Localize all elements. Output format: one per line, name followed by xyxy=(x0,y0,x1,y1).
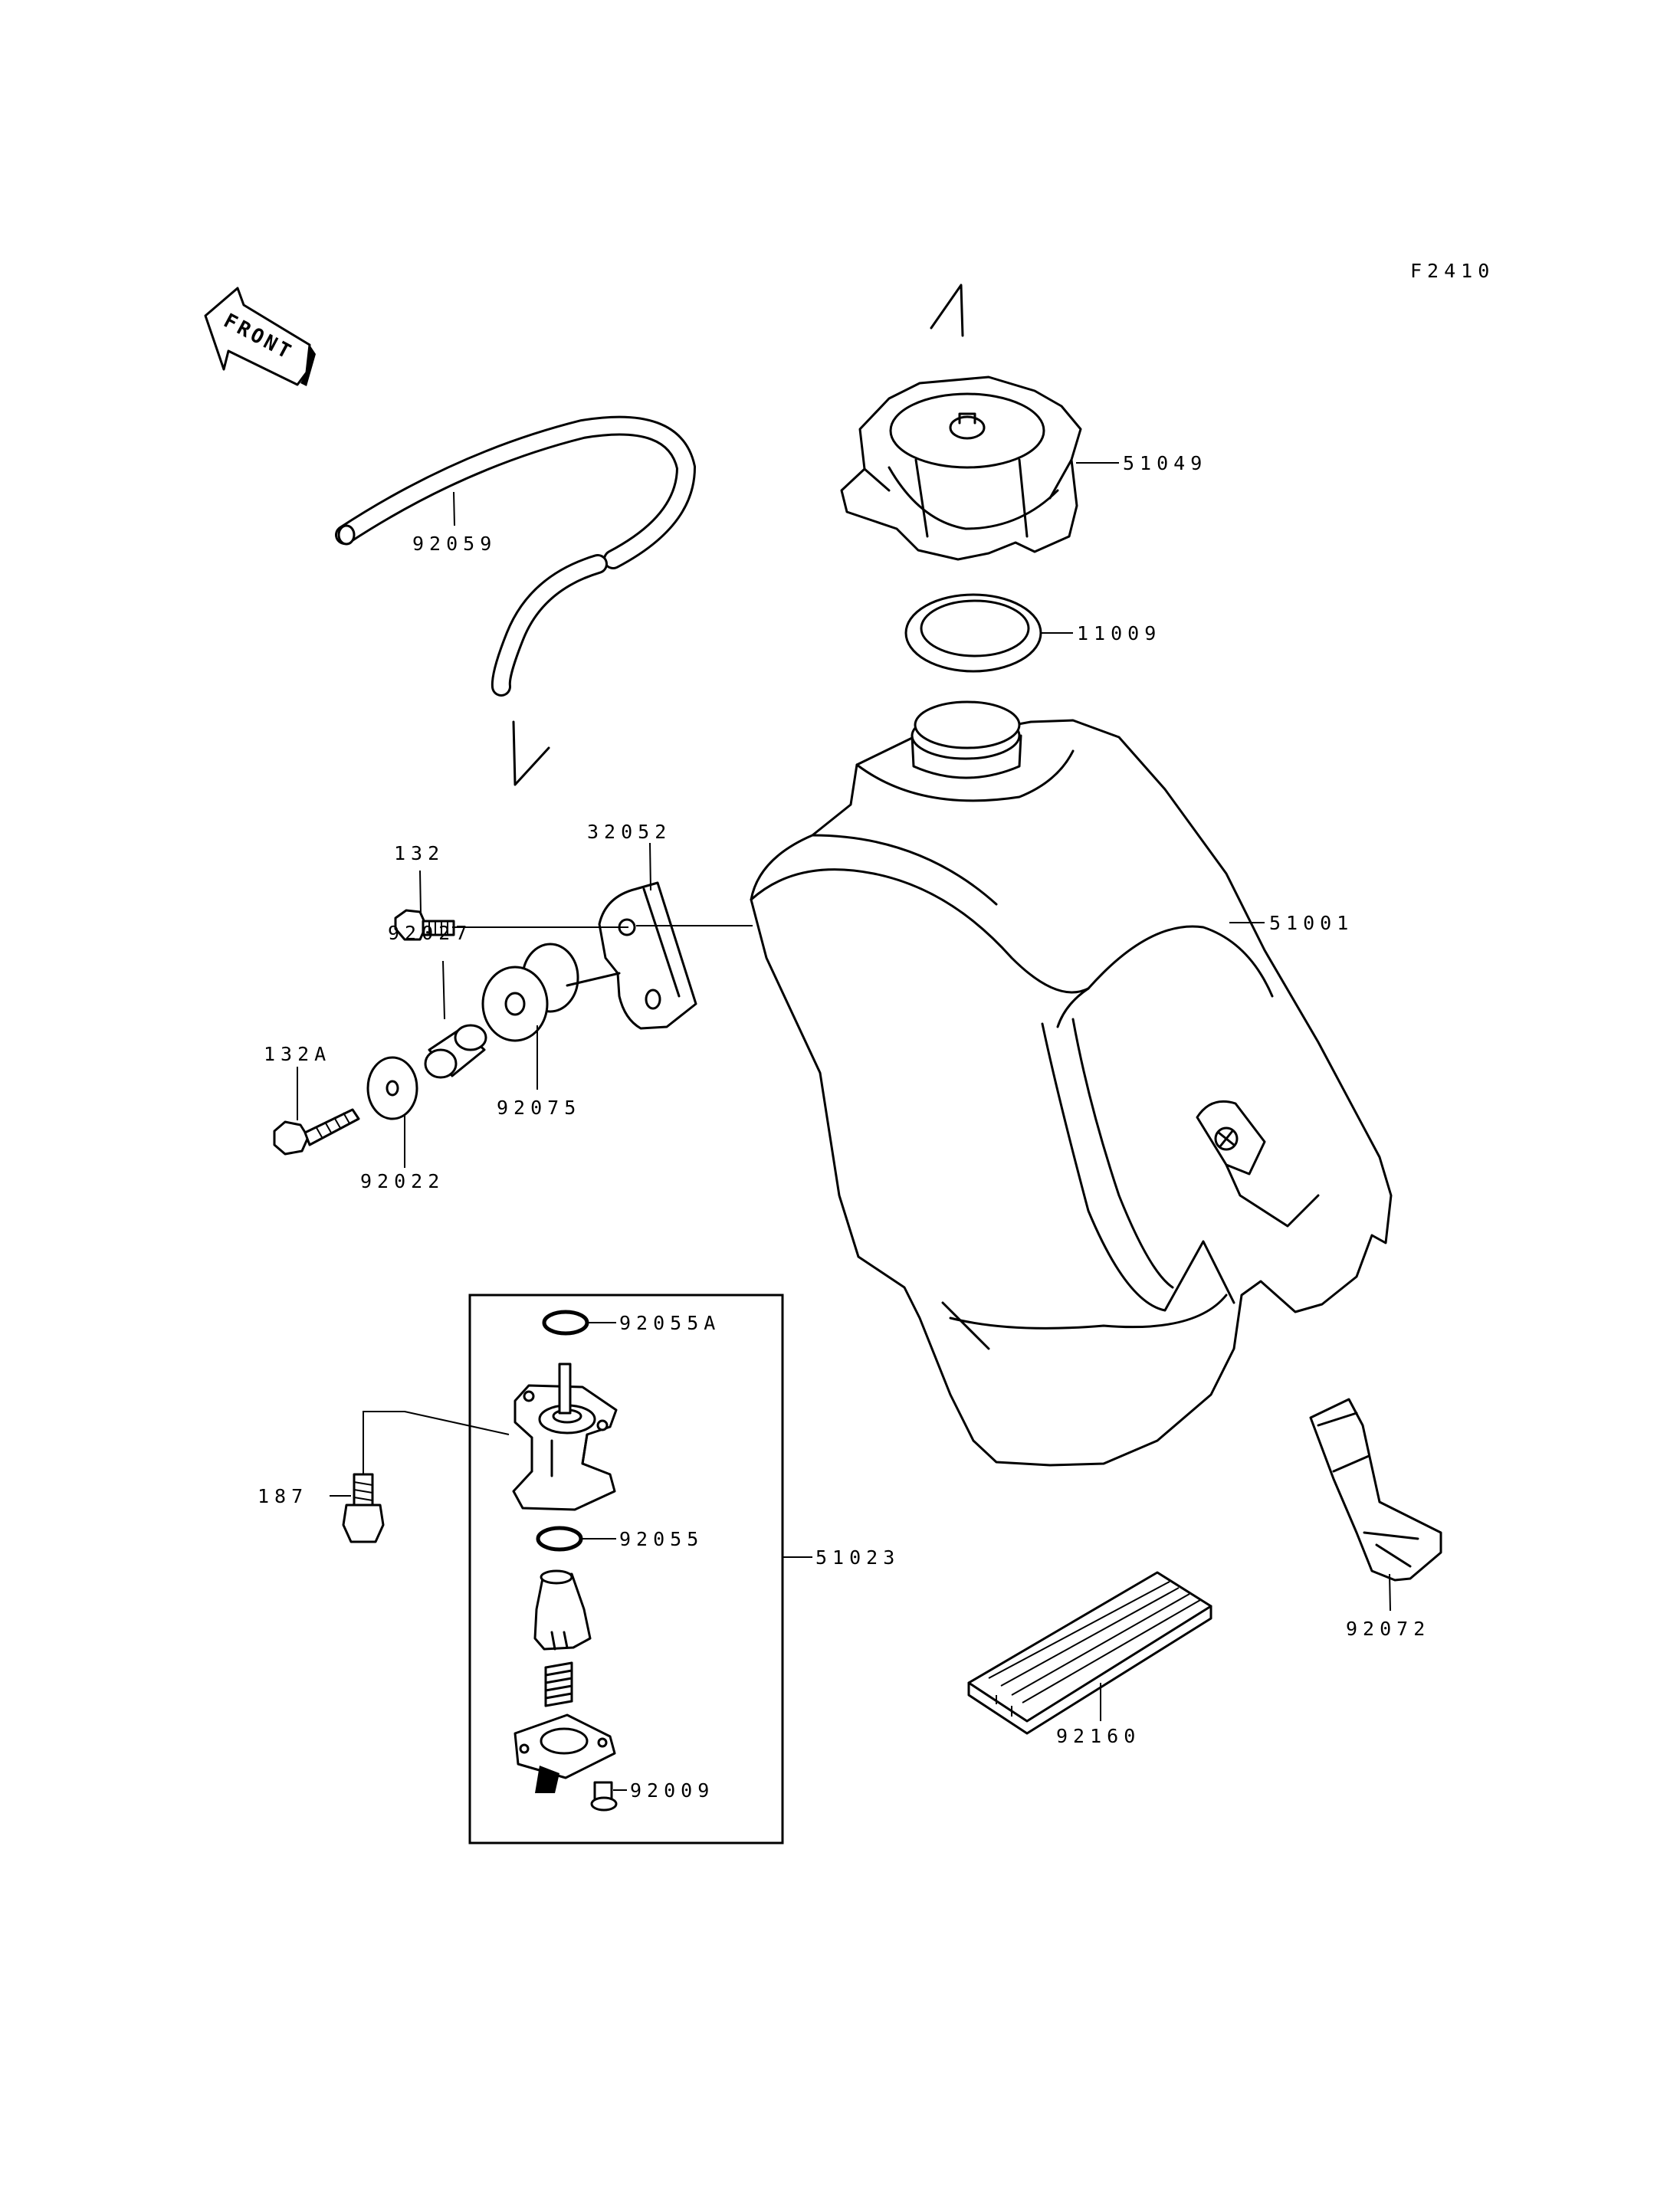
callout-132a: 132A xyxy=(264,1043,331,1065)
rubber-damper xyxy=(481,943,621,1042)
washer xyxy=(366,1056,418,1120)
o-ring-lower xyxy=(536,1526,583,1552)
alignment-mark-top xyxy=(930,284,964,337)
tank-bracket xyxy=(598,881,697,1030)
callout-92022: 92022 xyxy=(360,1170,445,1192)
bolt-187 xyxy=(342,1473,385,1543)
callout-92075: 92075 xyxy=(497,1097,581,1119)
leader-lines xyxy=(297,462,1391,1791)
valve-plunger xyxy=(533,1569,592,1651)
breather-hose xyxy=(335,415,697,697)
fuel-valve-body xyxy=(512,1362,618,1511)
callout-92160: 92160 xyxy=(1056,1725,1140,1747)
alignment-mark-hose xyxy=(512,720,550,786)
fuel-cap xyxy=(840,375,1082,561)
callout-132: 132 xyxy=(394,842,445,864)
callout-11009: 11009 xyxy=(1077,622,1161,644)
callout-92072: 92072 xyxy=(1346,1618,1430,1640)
callout-51049: 51049 xyxy=(1123,452,1207,474)
callout-92055: 92055 xyxy=(619,1528,704,1550)
collar xyxy=(424,1024,487,1079)
fuel-valve-lever xyxy=(514,1713,616,1793)
valve-spring xyxy=(544,1661,573,1707)
bolt-132a xyxy=(273,1108,360,1156)
rubber-strap xyxy=(1309,1398,1442,1582)
callout-92027: 92027 xyxy=(388,922,472,944)
tank-pad xyxy=(967,1571,1212,1735)
callout-51001: 51001 xyxy=(1269,912,1354,934)
part-number-callouts: 51049 11009 92059 51001 32052 132 92027 … xyxy=(258,452,1430,1802)
front-direction-arrow: FRONT xyxy=(204,287,316,386)
callout-51023: 51023 xyxy=(815,1546,900,1569)
cap-gasket xyxy=(904,593,1042,673)
callout-32052: 32052 xyxy=(587,821,671,843)
callout-187: 187 xyxy=(258,1485,308,1507)
callout-92009: 92009 xyxy=(630,1779,714,1802)
callout-92055a: 92055A xyxy=(619,1312,720,1334)
fuel-tank xyxy=(750,700,1393,1467)
screw-92009 xyxy=(590,1781,618,1812)
o-ring-upper xyxy=(542,1310,589,1336)
fuel-valve-assembly-box xyxy=(468,1294,784,1844)
figure-code: F2410 xyxy=(1410,260,1495,282)
callout-92059: 92059 xyxy=(412,533,497,555)
